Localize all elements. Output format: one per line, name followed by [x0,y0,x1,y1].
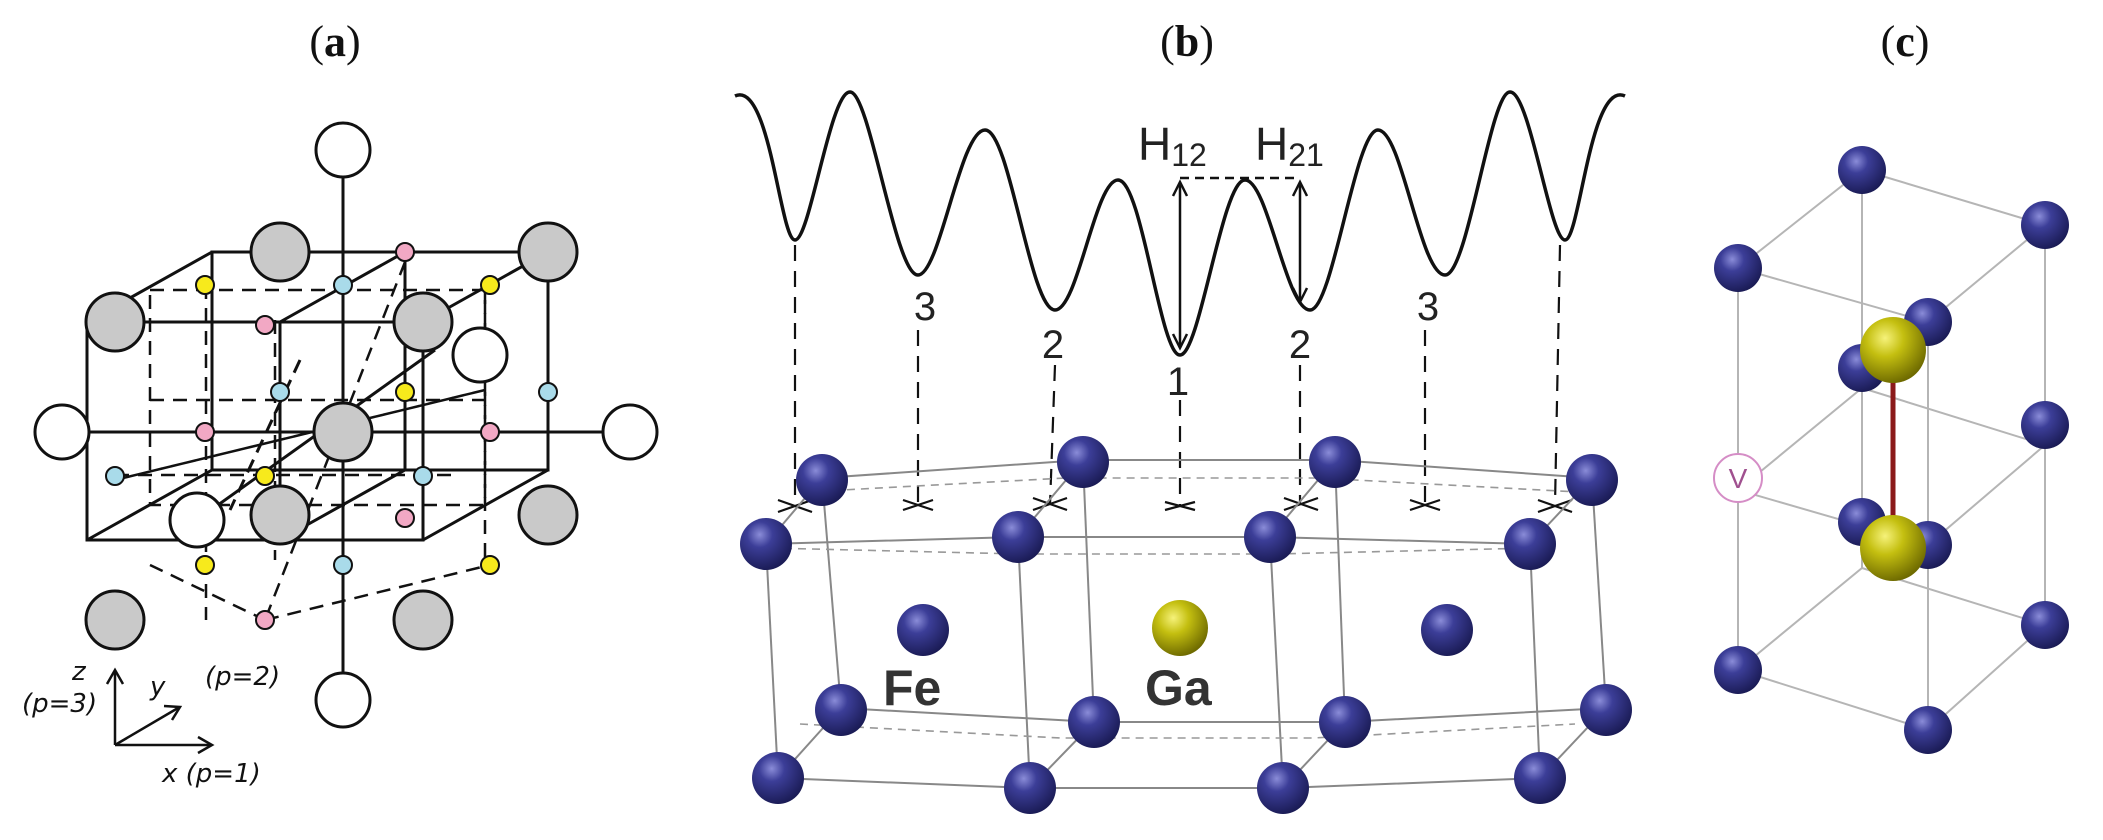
panel-a-host-atoms-open [33,121,659,729]
panel-b-lattice-lines [765,459,1607,789]
vacancy-label: V [1729,463,1748,494]
h21-label: H21 [1255,118,1324,173]
panel-b-fe-atoms [740,436,1632,814]
axis-y-note: (p=2) [205,662,280,692]
panel-c-ga-atoms [1860,317,1926,581]
site-label-2-right: 2 [1289,323,1311,367]
axis-z-note: (p=3) [22,689,97,719]
panel-a-pink-sites [195,242,500,630]
h12-label: H12 [1138,118,1207,173]
panel-a-host-atoms-gray [84,221,579,651]
projection-lines [793,244,1562,506]
site-label-3-left: 3 [914,285,936,329]
panel-c-label: (c) [1881,17,1930,66]
panel-a-dashed-inner [114,261,491,622]
site-label-1: 1 [1167,360,1189,404]
panel-b-dashed-guides [769,477,1579,739]
energy-profile-curve [734,90,1626,357]
panel-b-ga-atom [1152,600,1208,656]
panel-b-label: (b) [1160,17,1214,66]
vacancy-site [1713,453,1763,503]
fe-label: Fe [883,660,941,716]
barrier-markers [1171,176,1309,351]
axis-x-label: x (p=1) [161,759,261,789]
axis-z-label: z [71,657,87,687]
site-cross-marks [777,496,1573,514]
panel-a-label: (a) [309,17,360,66]
ga-label: Ga [1145,660,1213,716]
panel-a-axes [105,667,215,755]
site-label-2-left: 2 [1042,323,1064,367]
panel-a-yellow-sites [195,275,500,575]
axis-y-label: y [149,672,166,702]
panel-a-blue-sites [105,275,558,575]
site-label-3-right: 3 [1417,285,1439,329]
